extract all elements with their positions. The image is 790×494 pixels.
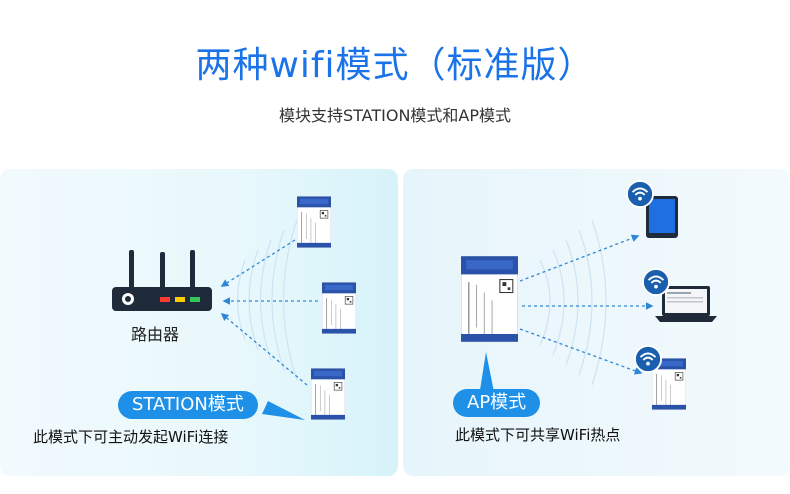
ap-badge-tail	[480, 352, 494, 392]
wifi-icon-tablet	[626, 180, 654, 208]
router-icon	[112, 250, 212, 311]
wifi-icon-laptop	[642, 268, 670, 296]
station-mode-badge: STATION模式	[118, 391, 258, 419]
router-signal-arcs	[236, 219, 298, 381]
station-mode-description: 此模式下可主动发起WiFi连接	[33, 428, 229, 446]
wifi-module-chip-top	[297, 196, 331, 248]
ap-wifi-module-chip	[461, 256, 518, 342]
page-subtitle: 模块支持STATION模式和AP模式	[278, 106, 512, 125]
ap-signal-arcs	[539, 219, 607, 386]
wifi-icon-module	[634, 345, 662, 373]
page-title: 两种wifi模式（标准版）	[195, 45, 595, 86]
laptop-icon	[655, 286, 717, 322]
wifi-module-chip-middle	[322, 282, 356, 334]
ap-mode-badge: AP模式	[453, 389, 541, 417]
station-badge-tail	[262, 401, 305, 420]
ap-mode-description: 此模式下可共享WiFi热点	[455, 426, 621, 444]
station-connection-arrows	[220, 239, 318, 386]
tablet-icon	[646, 196, 678, 238]
router-label: 路由器	[131, 325, 180, 344]
ap-connection-arrows	[519, 234, 654, 375]
wifi-module-chip-bottom	[311, 368, 345, 420]
